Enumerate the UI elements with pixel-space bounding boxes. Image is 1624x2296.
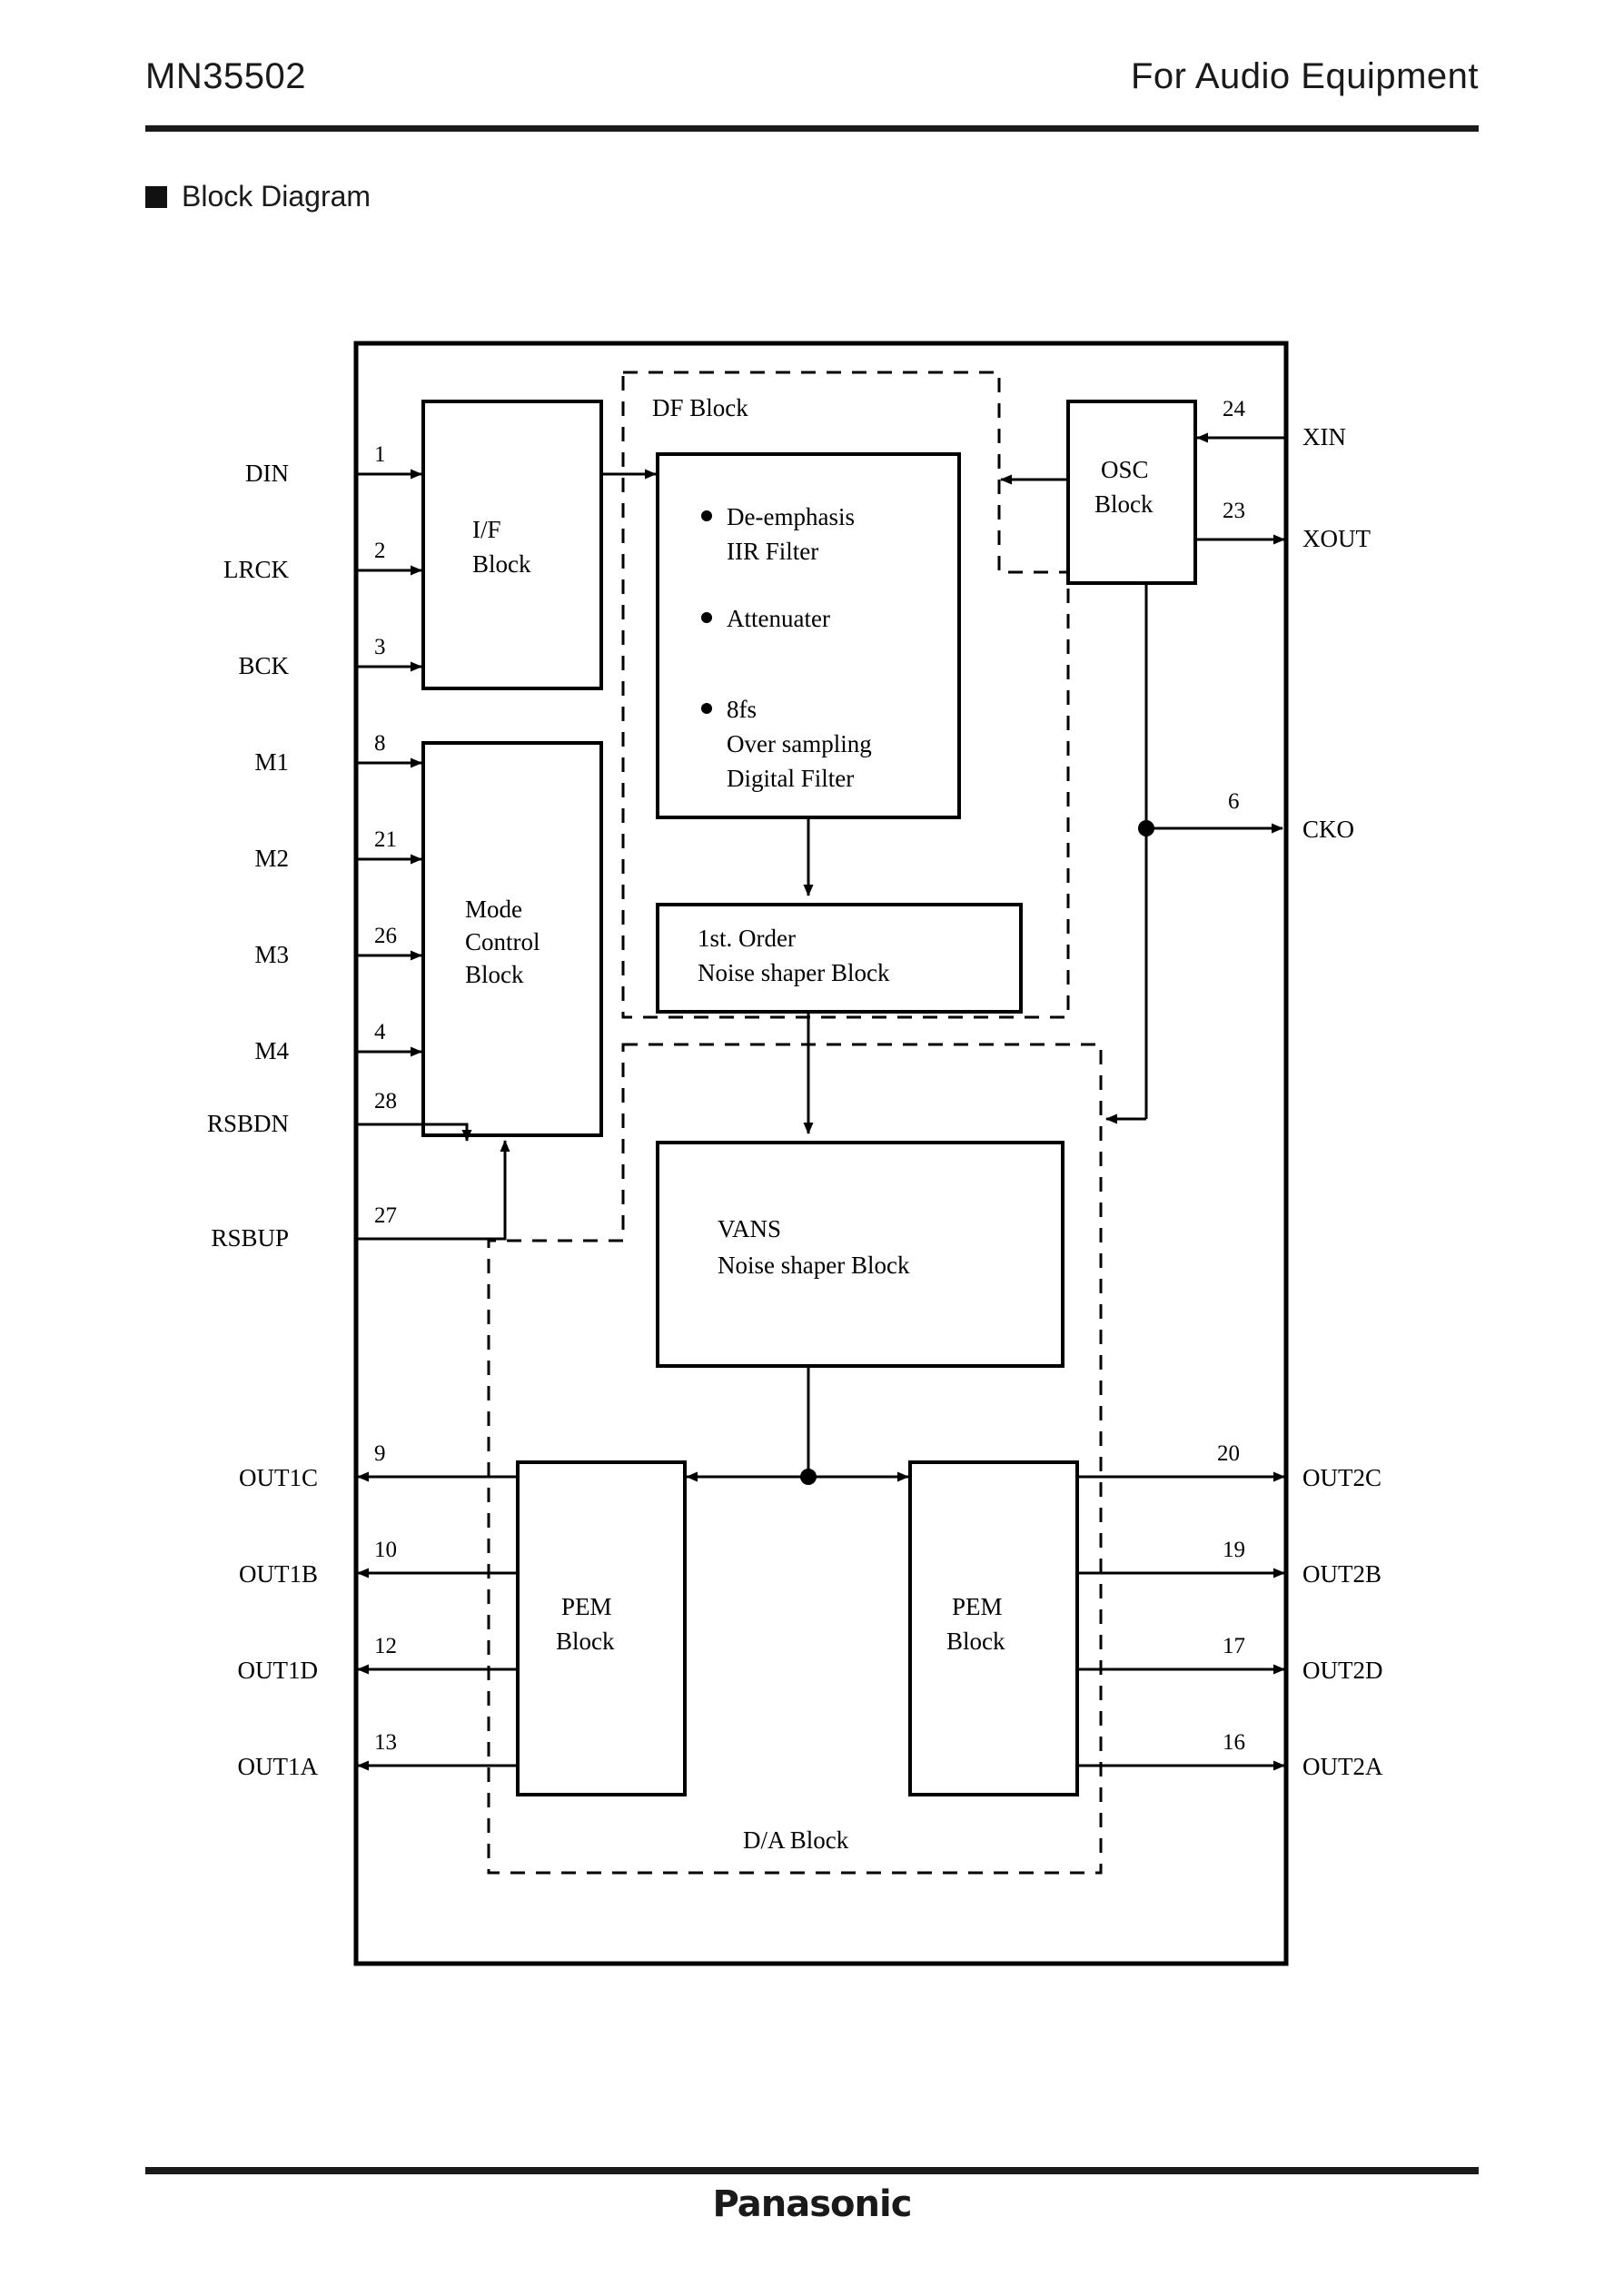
pin-label-bck: BCK (238, 652, 289, 679)
mode-control-block (421, 741, 603, 1137)
section-heading: Block Diagram (145, 180, 371, 213)
pin-label-out1b: OUT1B (239, 1560, 318, 1588)
pin-label-out2b: OUT2B (1302, 1560, 1381, 1588)
pin-number-out2d: 17 (1223, 1634, 1245, 1658)
pin-label-out1a: OUT1A (238, 1753, 319, 1780)
osc-label-line1: OSC (1101, 456, 1149, 483)
page-header: MN35502 For Audio Equipment (145, 56, 1479, 120)
df-block-label: DF Block (652, 394, 748, 421)
df-bullet3-line1: 8fs (727, 696, 757, 723)
pem1-label-line2: Block (556, 1628, 615, 1655)
pin-number-xin: 24 (1223, 397, 1246, 421)
df-bullet3-line2: Over sampling (727, 730, 872, 757)
pem-block-2 (908, 1460, 1079, 1796)
df-bullet3-line3: Digital Filter (727, 765, 854, 792)
pin-label-rsbup: RSBUP (211, 1224, 289, 1252)
wire-rsbdn (356, 1123, 472, 1142)
pin-number-m1: 8 (374, 731, 386, 756)
ns1-label-line1: 1st. Order (698, 925, 796, 952)
pin-label-xout: XOUT (1302, 525, 1371, 552)
mode-block-label-line3: Block (465, 961, 524, 988)
mode-block-label-line2: Control (465, 928, 540, 955)
df-bullet2-line1: Attenuater (727, 605, 830, 632)
pin-number-out1b: 10 (374, 1538, 397, 1562)
pin-number-out2c: 20 (1217, 1441, 1240, 1466)
pin-label-rsbdn: RSBDN (207, 1110, 289, 1137)
pem-block-1 (516, 1460, 687, 1796)
part-number: MN35502 (145, 56, 306, 96)
chip-boundary (353, 341, 1289, 1966)
pin-label-out1c: OUT1C (239, 1464, 318, 1491)
pin-number-m3: 26 (374, 924, 397, 948)
pem2-label-line2: Block (946, 1628, 1005, 1655)
wire-rsbup (356, 1140, 510, 1241)
pin-label-m4: M4 (254, 1037, 289, 1064)
pin-number-out1d: 12 (374, 1634, 397, 1658)
pin-number-out2b: 19 (1223, 1538, 1245, 1562)
pin-label-m3: M3 (254, 941, 289, 968)
junction-dot-vans-split (800, 1469, 817, 1485)
da-block-label: D/A Block (743, 1826, 849, 1854)
pem1-label-line1: PEM (561, 1593, 612, 1620)
block-diagram: DF Block D/A Block I/F Block Mode Contro… (0, 300, 1624, 2025)
mode-block-label-line1: Mode (465, 896, 522, 923)
df-bullet-dot-3 (701, 703, 712, 714)
pin-number-rsbup: 27 (374, 1203, 397, 1228)
pin-label-lrck: LRCK (223, 556, 290, 583)
pin-number-cko: 6 (1228, 789, 1240, 814)
df-inner-box (656, 452, 961, 819)
vans-label-line2: Noise shaper Block (718, 1252, 910, 1279)
pin-label-cko: CKO (1302, 816, 1354, 843)
if-block-label-line1: I/F (472, 516, 501, 543)
df-bullet-dot-2 (701, 612, 712, 623)
if-block (421, 400, 603, 690)
junction-dot-cko (1138, 820, 1154, 836)
if-block-label-line2: Block (472, 550, 531, 578)
pin-number-rsbdn: 28 (374, 1089, 397, 1113)
pin-number-out1c: 9 (374, 1441, 386, 1466)
pin-label-xin: XIN (1302, 423, 1346, 450)
pin-label-out1d: OUT1D (238, 1657, 319, 1684)
pin-label-din: DIN (245, 460, 289, 487)
footer-rule (145, 2167, 1479, 2174)
pin-number-bck: 3 (374, 635, 386, 659)
pin-number-out1a: 13 (374, 1730, 397, 1755)
osc-label-line2: Block (1094, 490, 1154, 518)
header-subtitle: For Audio Equipment (1130, 56, 1479, 96)
panasonic-logo: Panasonic (712, 2183, 913, 2225)
pin-label-out2c: OUT2C (1302, 1464, 1381, 1491)
pin-label-m2: M2 (254, 845, 289, 872)
pin-label-out2d: OUT2D (1302, 1657, 1383, 1684)
section-title: Block Diagram (182, 180, 371, 213)
pin-number-m2: 21 (374, 827, 397, 852)
pin-number-m4: 4 (374, 1020, 386, 1044)
da-block-dashed-region (487, 1043, 1103, 1875)
pin-number-lrck: 2 (374, 539, 386, 563)
filled-square-icon (145, 185, 167, 208)
df-bullet1-line1: De-emphasis (727, 503, 855, 530)
header-rule (145, 125, 1479, 132)
ns1-label-line2: Noise shaper Block (698, 959, 890, 986)
vans-label-line1: VANS (718, 1215, 781, 1242)
pin-label-m1: M1 (254, 748, 289, 776)
osc-block (1066, 400, 1197, 585)
first-order-noise-shaper-block (656, 903, 1023, 1014)
pin-label-out2a: OUT2A (1302, 1753, 1383, 1780)
df-bullet-dot-1 (701, 510, 712, 521)
vans-noise-shaper-block (656, 1141, 1065, 1368)
pin-number-xout: 23 (1223, 499, 1245, 523)
pem2-label-line1: PEM (952, 1593, 1003, 1620)
df-bullet1-line2: IIR Filter (727, 538, 818, 565)
pin-number-out2a: 16 (1223, 1730, 1245, 1755)
pin-number-din: 1 (374, 442, 386, 467)
